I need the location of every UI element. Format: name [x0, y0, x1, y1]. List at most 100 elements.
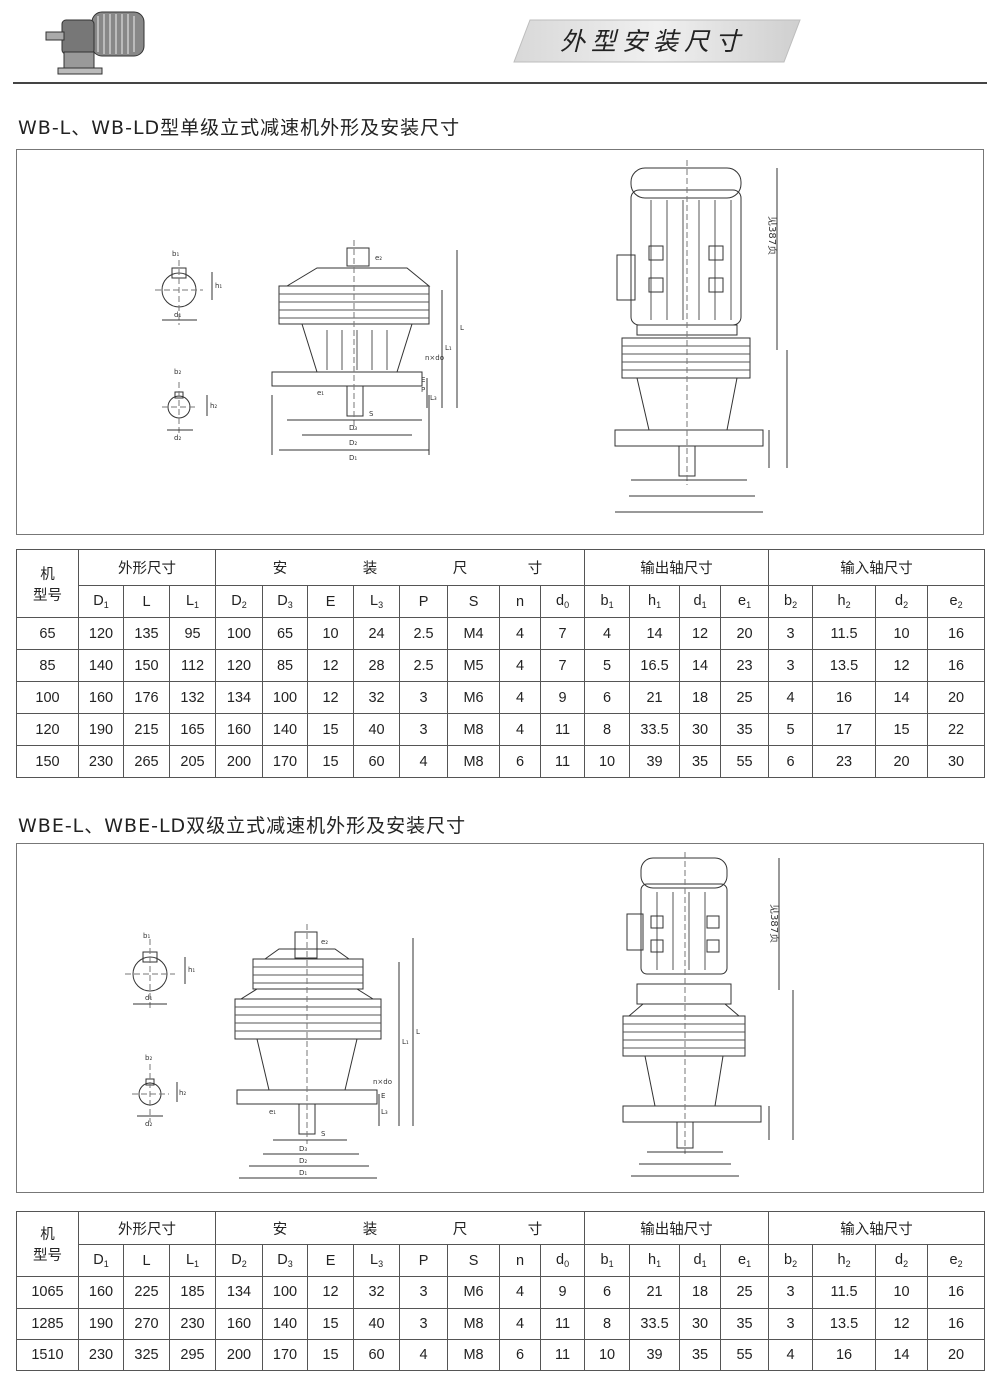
value-cell: 3 [399, 681, 449, 714]
value-cell: 22 [927, 713, 986, 746]
output-shaft-section [125, 939, 186, 1009]
column-header: L [123, 1244, 170, 1278]
value-cell: 32 [353, 681, 401, 714]
column-header: D2 [215, 585, 264, 618]
value-cell: 16 [927, 1307, 986, 1340]
value-cell: M4 [447, 617, 501, 650]
value-cell: 12 [307, 1276, 355, 1309]
value-cell: 24 [353, 617, 401, 650]
double-reducer-front-view [234, 924, 414, 1179]
column-header: D3 [262, 585, 309, 618]
value-cell: 170 [262, 745, 309, 778]
value-cell: 11.5 [812, 1276, 877, 1309]
value-cell: 9 [540, 681, 586, 714]
value-cell: M5 [447, 649, 501, 682]
value-cell: 100 [262, 1276, 309, 1309]
value-cell: 40 [353, 713, 401, 746]
value-cell: 21 [629, 1276, 681, 1309]
value-cell: 20 [927, 1338, 986, 1372]
column-header: d0 [540, 585, 586, 618]
label-E: E [421, 376, 425, 384]
column-header: h2 [812, 1244, 877, 1278]
value-cell: 12 [875, 649, 929, 682]
column-header: e1 [720, 1244, 770, 1278]
section2-drawing: b₁ h₁ d₁ b₂ h₂ d₂ e₂ e₁ L L₁ L₃ E n×do S… [125, 852, 794, 1179]
value-cell: 200 [215, 1338, 264, 1372]
input-shaft-section [132, 1064, 178, 1122]
value-cell: 140 [78, 649, 124, 682]
value-cell: 190 [78, 713, 124, 746]
value-cell: 16 [812, 681, 877, 714]
value-cell: 100 [262, 681, 309, 714]
value-cell: 265 [123, 745, 170, 778]
column-header: D1 [78, 585, 124, 618]
label-h1: h₁ [188, 966, 195, 974]
value-cell: M6 [447, 681, 501, 714]
value-cell: 16 [927, 649, 986, 682]
column-header: b1 [584, 1244, 631, 1278]
label-d2: d₂ [174, 434, 181, 442]
value-cell: M8 [447, 1338, 501, 1372]
label-e2: e₂ [321, 938, 328, 946]
value-cell: 23 [720, 649, 770, 682]
model-cell: 1065 [16, 1276, 79, 1309]
label-D3: D₃ [349, 424, 357, 432]
title-banner [513, 19, 801, 63]
value-cell: 30 [927, 745, 986, 778]
label-S: S [321, 1130, 326, 1138]
label-d1: d₁ [145, 994, 152, 1002]
column-header: E [307, 585, 355, 618]
label-P: P [421, 386, 425, 394]
label-h1: h₁ [215, 282, 222, 290]
label-b2: b₂ [174, 368, 181, 376]
value-cell: 4 [499, 1276, 542, 1309]
value-cell: 11 [540, 745, 586, 778]
value-cell: 33.5 [629, 1307, 681, 1340]
value-cell: 30 [679, 1307, 722, 1340]
value-cell: 15 [307, 1338, 355, 1372]
value-cell: 230 [168, 1307, 217, 1340]
value-cell: 3 [399, 1276, 449, 1309]
label-h2: h₂ [179, 1089, 186, 1097]
value-cell: 4 [768, 681, 814, 714]
value-cell: 35 [720, 713, 770, 746]
value-cell: 160 [78, 681, 124, 714]
value-cell: 11.5 [812, 617, 877, 650]
value-cell: 185 [168, 1276, 217, 1309]
column-header: h2 [812, 585, 877, 618]
value-cell: 32 [353, 1276, 401, 1309]
label-h2: h₂ [210, 402, 217, 410]
value-cell: 25 [720, 681, 770, 714]
header-outline-dims: 外形尺寸 [77, 1210, 217, 1246]
value-cell: 20 [720, 617, 770, 650]
value-cell: 215 [123, 713, 170, 746]
value-cell: 11 [540, 1307, 586, 1340]
model-cell: 120 [16, 713, 79, 746]
value-cell: 160 [215, 1307, 264, 1340]
value-cell: 170 [262, 1338, 309, 1372]
value-cell: 55 [720, 1338, 770, 1372]
value-cell: 40 [353, 1307, 401, 1340]
reducer-front-view [271, 240, 458, 455]
value-cell: 10 [584, 745, 631, 778]
input-shaft-section [162, 382, 208, 435]
double-reducer-with-motor-side-view [622, 852, 794, 1177]
section2-title: WBE-L、WBE-LD双级立式减速机外形及安装尺寸 [18, 815, 467, 837]
value-cell: 12 [307, 649, 355, 682]
value-cell: 35 [720, 1307, 770, 1340]
value-cell: 12 [307, 681, 355, 714]
section2-drawing-frame: b₁ h₁ d₁ b₂ h₂ d₂ e₂ e₁ L L₁ L₃ E n×do S… [16, 843, 984, 1193]
section1-drawing-frame: b₁ h₁ d₁ b₂ h₂ d₂ e₂ e₁ L L₁ L₃ E P n×do… [16, 149, 984, 535]
column-header: e2 [927, 585, 986, 618]
column-header: h1 [629, 1244, 681, 1278]
header-input-shaft: 输入轴尺寸 [768, 549, 986, 586]
value-cell: 13.5 [812, 649, 877, 682]
label-L3: L₃ [381, 1108, 388, 1116]
value-cell: 134 [215, 681, 264, 714]
